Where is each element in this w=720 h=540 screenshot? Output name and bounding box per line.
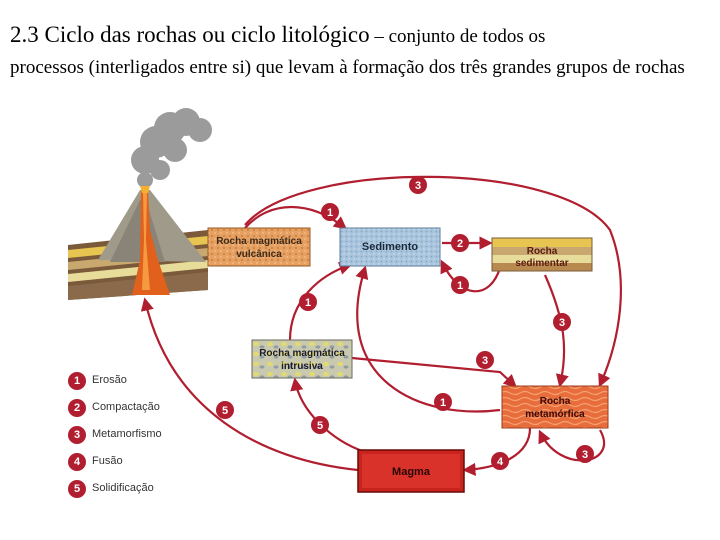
legend-item-erosion: 1 Erosão [68, 372, 178, 399]
badge-intr-meta: 3 [476, 351, 494, 369]
svg-text:3: 3 [482, 355, 488, 367]
arrow-magma-to-intrusive [290, 377, 366, 454]
svg-text:5: 5 [222, 405, 228, 417]
sediment-label: Sedimento [362, 241, 419, 253]
legend-item-solidification: 5 Solidificação [68, 480, 178, 507]
arrow-magma-to-volcanic [140, 297, 359, 472]
legend-item-metamorphism: 3 Metamorfismo [68, 426, 178, 453]
title-bold: 2.3 Ciclo das rochas ou ciclo litológico [10, 22, 370, 47]
svg-text:1: 1 [327, 207, 333, 219]
svg-text:1: 1 [457, 280, 463, 292]
box-magma: Magma [357, 449, 465, 493]
magma-label: Magma [392, 466, 431, 478]
legend-label: Solidificação [92, 482, 154, 494]
arrow-metamorphic-to-sediment [355, 265, 501, 413]
badge-meta-magma: 4 [491, 452, 509, 470]
arrow-top-loop [244, 175, 623, 388]
smoke-plume [131, 108, 212, 188]
svg-text:4: 4 [497, 456, 504, 468]
svg-text:3: 3 [582, 449, 588, 461]
badge-intr-sed: 1 [299, 293, 317, 311]
badge-sed-sedrock: 2 [451, 234, 469, 252]
arrow-sedimentary-to-sediment [440, 259, 502, 293]
volcanic-label-1: Rocha magmática [216, 236, 302, 247]
legend-number: 4 [68, 453, 86, 471]
svg-text:3: 3 [415, 180, 421, 192]
legend-label: Compactação [92, 401, 160, 413]
arrow-badges: 3 1 2 1 1 3 3 1 5 5 4 3 [216, 176, 594, 470]
legend-label: Metamorfismo [92, 428, 162, 440]
badge-magma-volc: 5 [216, 401, 234, 419]
volcanic-label-2: vulcânica [236, 249, 282, 260]
box-sedimentary-rock: Rocha sedimentar [491, 237, 593, 272]
legend-number: 2 [68, 399, 86, 417]
svg-text:5: 5 [317, 420, 323, 432]
sedimentary-label-1: Rocha [527, 246, 558, 257]
legend-number: 3 [68, 426, 86, 444]
badge-meta-sed: 1 [434, 393, 452, 411]
badge-sedrock-sed: 1 [451, 276, 469, 294]
legend-number: 5 [68, 480, 86, 498]
badge-top3: 3 [409, 176, 427, 194]
volcano-illustration [68, 108, 212, 300]
legend-label: Fusão [92, 455, 123, 467]
intrusive-label-2: intrusiva [281, 361, 323, 372]
badge-magma-intr: 5 [311, 416, 329, 434]
box-sediment: Sedimento [339, 227, 441, 267]
title-line2: processos (interligados entre si) que le… [10, 57, 685, 78]
badge-volc-sed: 1 [321, 203, 339, 221]
arrow-metamorphic-self [538, 429, 606, 462]
title-rest: – conjunto de todos os [369, 26, 546, 47]
arrow-intrusive-to-metamorphic [351, 356, 517, 388]
sedimentary-label-2: sedimentar [515, 258, 568, 269]
legend-item-fusion: 4 Fusão [68, 453, 178, 480]
svg-text:1: 1 [440, 397, 446, 409]
legend-label: Erosão [92, 374, 127, 386]
slide-title: 2.3 Ciclo das rochas ou ciclo litológico… [10, 22, 715, 49]
badge-meta-self: 3 [576, 445, 594, 463]
arrow-intrusive-to-sediment [288, 262, 353, 341]
metamorphic-label-2: metamórfica [525, 409, 585, 420]
metamorphic-label-1: Rocha [540, 396, 571, 407]
box-volcanic-rock: Rocha magmática vulcânica [207, 227, 311, 267]
arrow-metamorphic-to-magma [462, 427, 532, 476]
svg-text:3: 3 [559, 317, 565, 329]
arrow-sedimentary-to-metamorphic [543, 274, 569, 388]
legend-number: 1 [68, 372, 86, 390]
intrusive-label-1: Rocha magmática [259, 348, 345, 359]
legend-item-compaction: 2 Compactação [68, 399, 178, 426]
svg-text:2: 2 [457, 238, 463, 250]
svg-text:1: 1 [305, 297, 311, 309]
lava-conduit [132, 190, 170, 295]
box-metamorphic-rock: Rocha metamórfica [501, 385, 609, 429]
legend: 1 Erosão 2 Compactação 3 Metamorfismo 4 … [68, 372, 178, 507]
badge-sedrock-meta: 3 [553, 313, 571, 331]
box-intrusive-rock: Rocha magmática intrusiva [251, 339, 353, 379]
